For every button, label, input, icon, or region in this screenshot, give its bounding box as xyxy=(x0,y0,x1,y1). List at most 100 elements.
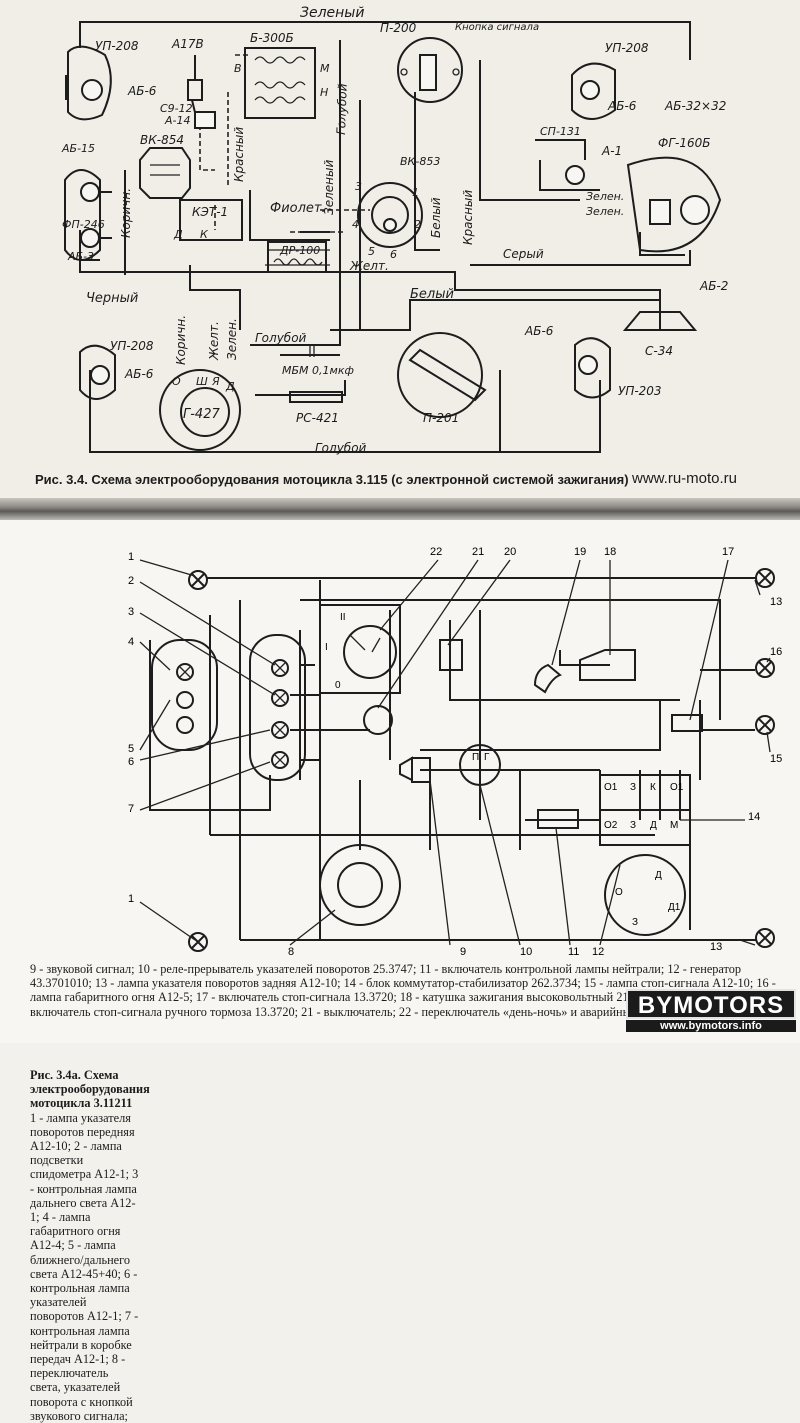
capacitor-rs421 xyxy=(289,345,343,403)
svg-text:16: 16 xyxy=(770,646,782,658)
svg-text:Д: Д xyxy=(650,820,657,831)
svg-text:3: 3 xyxy=(355,180,362,193)
wire-white xyxy=(330,299,660,331)
switch-22-day-night xyxy=(319,604,401,694)
svg-text:АБ-32×32: АБ-32×32 xyxy=(664,99,726,113)
headlamp-up208-bottom-left xyxy=(79,344,116,400)
svg-text:Я: Я xyxy=(211,375,220,388)
svg-text:ФГ-160Б: ФГ-160Б xyxy=(658,136,710,150)
svg-text:18: 18 xyxy=(604,546,616,558)
switch-p201 xyxy=(397,332,487,418)
wire-blue-bottom xyxy=(89,370,601,453)
svg-text:РС-421: РС-421 xyxy=(296,411,339,425)
dashboard-frame xyxy=(249,634,306,781)
lamp-15 xyxy=(755,715,775,735)
lamp-1-front-bottom xyxy=(188,932,208,952)
svg-text:З: З xyxy=(632,917,638,928)
figure1-wiring-svg: Зеленый Голубой Зеленый Красный Коричн. … xyxy=(61,5,728,455)
svg-text:2: 2 xyxy=(414,218,421,231)
lamp-4 xyxy=(176,663,194,681)
svg-text:ВК-853: ВК-853 xyxy=(400,155,440,168)
lamp-5a xyxy=(176,691,194,709)
svg-text:Ш: Ш xyxy=(196,375,208,388)
lamp-7 xyxy=(271,751,289,769)
figure2-description: Рис. 3.4а. Схема электрооборудования мот… xyxy=(30,1068,150,1423)
svg-text:Красный: Красный xyxy=(461,190,475,245)
svg-text:КЭТ-1: КЭТ-1 xyxy=(192,205,228,219)
svg-text:А-14: А-14 xyxy=(164,114,191,127)
svg-text:П: П xyxy=(472,752,479,763)
svg-text:7: 7 xyxy=(128,803,134,815)
ignition-coil-18 xyxy=(579,649,636,681)
svg-text:Коричн.: Коричн. xyxy=(174,315,188,365)
svg-text:Желт.: Желт. xyxy=(207,321,221,361)
svg-text:Д: Д xyxy=(225,380,235,393)
svg-text:15: 15 xyxy=(770,753,782,765)
svg-text:Фиолет.: Фиолет. xyxy=(270,201,326,216)
svg-text:М: М xyxy=(320,62,330,75)
svg-text:1: 1 xyxy=(412,186,419,199)
choke-dr100 xyxy=(267,241,327,273)
svg-text:Серый: Серый xyxy=(503,247,544,261)
svg-text:Желт.: Желт. xyxy=(349,259,389,273)
svg-text:АБ-15: АБ-15 xyxy=(61,142,95,155)
svg-text:Кнопка сигнала: Кнопка сигнала xyxy=(455,22,539,33)
svg-text:А17В: А17В xyxy=(171,37,204,51)
svg-text:4: 4 xyxy=(352,218,359,231)
svg-text:О: О xyxy=(172,375,181,388)
svg-text:М: М xyxy=(670,820,678,831)
svg-text:О: О xyxy=(615,887,623,898)
svg-text:Белый: Белый xyxy=(410,287,454,302)
svg-text:5: 5 xyxy=(128,743,134,755)
svg-text:Белый: Белый xyxy=(429,197,443,238)
wire-dashed xyxy=(199,54,370,233)
wire-gray xyxy=(470,250,691,266)
rear-lamp-fg160b xyxy=(626,156,722,253)
svg-text:Черный: Черный xyxy=(86,291,138,306)
svg-text:13: 13 xyxy=(770,596,782,608)
svg-text:П-200: П-200 xyxy=(380,21,417,35)
svg-text:Г: Г xyxy=(484,752,490,763)
svg-text:Зелен.: Зелен. xyxy=(586,205,624,218)
svg-text:АБ-3: АБ-3 xyxy=(67,250,94,263)
svg-text:4: 4 xyxy=(128,636,134,648)
svg-text:Б-300Б: Б-300Б xyxy=(250,31,294,45)
svg-text:О2: О2 xyxy=(604,820,618,831)
sp131 xyxy=(535,139,586,185)
svg-text:1: 1 xyxy=(128,893,134,905)
svg-text:МБМ 0,1мкф: МБМ 0,1мкф xyxy=(282,364,354,377)
svg-text:О1: О1 xyxy=(670,782,684,793)
neutral-switch-11 xyxy=(537,809,579,829)
svg-text:1: 1 xyxy=(128,551,134,563)
lamp-13-rear-top xyxy=(755,568,775,588)
svg-text:Голубой: Голубой xyxy=(255,331,307,345)
horn-9 xyxy=(399,756,431,783)
svg-text:З: З xyxy=(630,820,636,831)
svg-text:Н: Н xyxy=(320,86,328,99)
svg-text:К: К xyxy=(200,228,209,241)
headlamp-up208-top-right xyxy=(571,62,616,120)
headlamp-up208-top-left xyxy=(65,45,112,121)
svg-text:УП-208: УП-208 xyxy=(110,339,154,353)
bymotors-url: www.bymotors.info xyxy=(626,1020,796,1032)
svg-text:Красный: Красный xyxy=(232,127,246,182)
svg-text:12: 12 xyxy=(592,946,604,958)
svg-text:АБ-6: АБ-6 xyxy=(124,367,154,381)
coil-b300b xyxy=(244,47,316,119)
switch-vk853 xyxy=(357,182,423,248)
svg-text:Зелен.: Зелен. xyxy=(225,318,239,360)
svg-text:II: II xyxy=(340,612,346,623)
figure1-caption: Рис. 3.4. Схема электрооборудования мото… xyxy=(35,472,629,487)
lamp-16 xyxy=(755,658,775,678)
generator-12 xyxy=(604,854,686,936)
svg-text:С-34: С-34 xyxy=(645,344,673,358)
brake-switch-17 xyxy=(671,714,703,732)
svg-text:УП-208: УП-208 xyxy=(605,41,649,55)
switch-p200 xyxy=(397,37,463,103)
figure1-panel: Зеленый Голубой Зеленый Красный Коричн. … xyxy=(0,0,800,498)
svg-text:ВК-854: ВК-854 xyxy=(140,133,184,147)
lamp-2 xyxy=(271,659,289,677)
svg-text:Г-427: Г-427 xyxy=(183,407,220,422)
label-green-top: Зеленый xyxy=(300,5,364,21)
headlamp-up203 xyxy=(574,337,611,399)
